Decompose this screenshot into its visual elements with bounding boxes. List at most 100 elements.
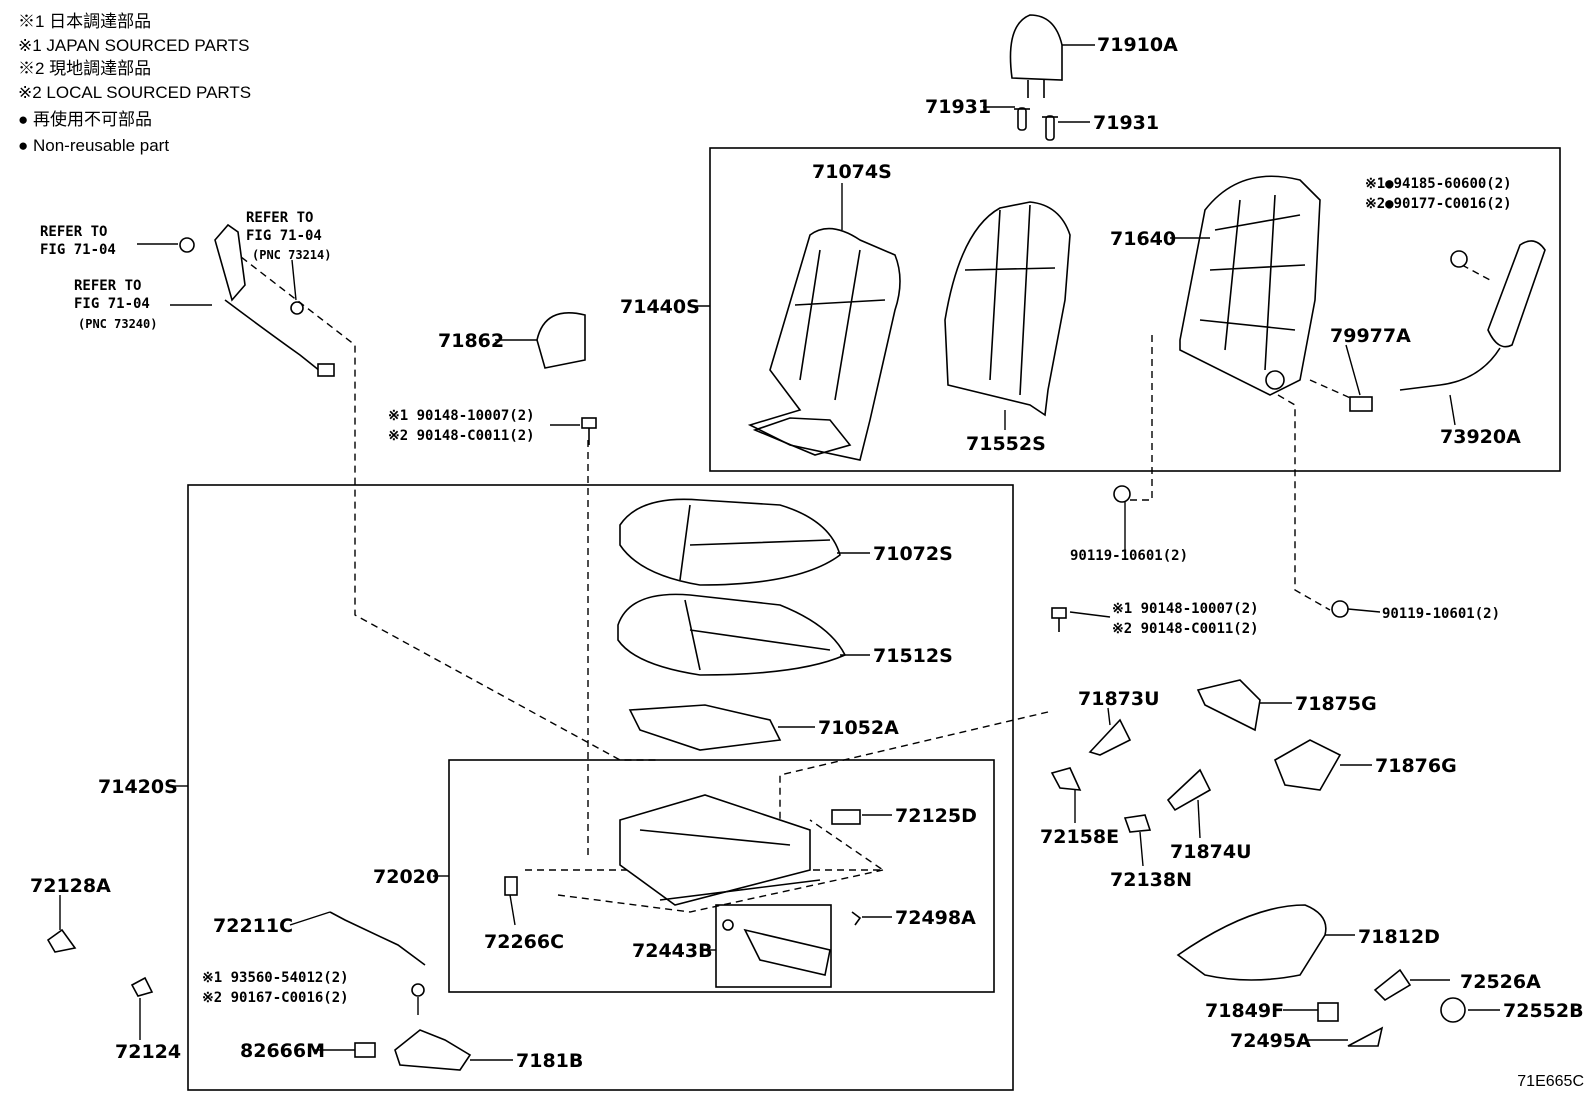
bolt-90119-a [1113,485,1131,503]
cushion-spring-71052A [628,704,782,751]
part-label-71862[interactable]: 71862 [438,330,504,352]
knob-72526A [1373,968,1412,1002]
fastener-note-90148-b1: ※1 90148-10007(2) [1112,601,1259,617]
part-label-79977A[interactable]: 79977A [1330,325,1411,347]
cover-72495A [1347,1026,1384,1047]
part-label-71875G[interactable]: 71875G [1295,693,1377,715]
fastener-note-93560: ※1 93560-54012(2) [202,970,349,986]
seatback-group-frame [709,147,1561,472]
part-label-73920A[interactable]: 73920A [1440,426,1521,448]
wire-72211C [329,911,426,966]
cover-71873U [1088,718,1132,756]
seatback-pad-71552S [944,201,1071,417]
part-label-90119-a[interactable]: 90119-10601(2) [1070,548,1188,564]
part-label-72495A[interactable]: 72495A [1230,1030,1311,1052]
bolt-93560 [411,983,425,997]
legend-japan-sourced-jp: ※1 日本調達部品 [18,12,152,31]
refer-to-label: REFER TO [74,278,141,294]
part-label-72138N[interactable]: 72138N [1110,869,1192,891]
seat-adjuster-72020 [619,794,811,906]
part-label-72526A[interactable]: 72526A [1460,971,1541,993]
bracket-7181B [394,1029,472,1071]
clip-72158E [1050,767,1082,791]
lifter-subgroup-frame [715,904,832,988]
cover-72125D [831,809,861,825]
part-label-71910A[interactable]: 71910A [1097,34,1178,56]
refer-fig-label: FIG 71-04 [246,228,322,244]
refer-to-label: REFER TO [40,224,107,240]
legend-japan-sourced-en: ※1 JAPAN SOURCED PARTS [18,36,250,55]
cushion-cover-71072S [619,498,841,586]
part-label-72552B[interactable]: 72552B [1503,1000,1584,1022]
bolt-90148-a [581,417,597,445]
part-label-71640[interactable]: 71640 [1110,228,1176,250]
part-label-71052A[interactable]: 71052A [818,717,899,739]
side-shield-71812D [1176,904,1327,981]
refer-to-label: REFER TO [246,210,313,226]
part-label-72443B[interactable]: 72443B [632,940,713,962]
part-label-71849F[interactable]: 71849F [1205,1000,1284,1022]
lifter-72443B [743,928,831,976]
fastener-note-90167: ※2 90167-C0016(2) [202,990,349,1006]
legend-nonreusable-jp: ● 再使用不可部品 [18,110,152,129]
part-label-71440S[interactable]: 71440S [620,296,700,318]
shield-71862 [536,311,586,369]
part-label-72125D[interactable]: 72125D [895,805,977,827]
part-label-71931-a[interactable]: 71931 [925,96,991,118]
clip-72128A [46,928,77,953]
fastener-note-90177: ※2●90177-C0016(2) [1365,196,1512,212]
part-label-7181B[interactable]: 7181B [516,1050,583,1072]
clip-72498A [851,911,862,926]
cover-71875G [1196,679,1261,732]
refer-fig-label: FIG 71-04 [40,242,116,258]
bolt-90148-b [1051,607,1067,632]
part-label-72266C[interactable]: 72266C [484,931,564,953]
refer-fig-label: FIG 71-04 [74,296,150,312]
label-79977A [1349,396,1373,412]
seatbelt-buckle [179,223,335,377]
part-label-71552S[interactable]: 71552S [966,433,1046,455]
part-label-90119-b[interactable]: 90119-10601(2) [1382,606,1500,622]
fastener-note-94185: ※1●94185-60600(2) [1365,176,1512,192]
cushion-pad-71512S [617,593,847,676]
part-label-72498A[interactable]: 72498A [895,907,976,929]
headrest-71910A [1009,14,1063,98]
headrest-support-71931a [1014,107,1030,131]
seatback-cover-71074S [747,227,901,461]
part-label-71874U[interactable]: 71874U [1170,841,1252,863]
refer-pnc-label: (PNC 73240) [78,317,157,331]
part-label-71812D[interactable]: 71812D [1358,926,1440,948]
refer-pnc-label: (PNC 73214) [252,248,331,262]
figure-id: 71E665C [1517,1073,1584,1090]
cover-71876G [1273,739,1342,791]
bolt-90119-b [1331,600,1349,618]
part-label-71876G[interactable]: 71876G [1375,755,1457,777]
part-label-72020[interactable]: 72020 [373,866,439,888]
part-label-72158E[interactable]: 72158E [1040,826,1119,848]
part-label-72211C[interactable]: 72211C [213,915,293,937]
cover-71849F [1317,1002,1339,1022]
legend-local-sourced-jp: ※2 現地調達部品 [18,59,152,78]
nut-94185 [1450,250,1468,268]
legend-nonreusable-en: ● Non-reusable part [18,136,170,155]
part-label-72128A[interactable]: 72128A [30,875,111,897]
clip-82666M [354,1042,376,1058]
part-label-71931-b[interactable]: 71931 [1093,112,1159,134]
part-label-71512S[interactable]: 71512S [873,645,953,667]
fastener-note-90148-a2: ※2 90148-C0011(2) [388,428,535,444]
legend-local-sourced-en: ※2 LOCAL SOURCED PARTS [18,83,252,102]
part-label-71420S[interactable]: 71420S [98,776,178,798]
part-label-82666M[interactable]: 82666M [240,1040,325,1062]
clip-72124 [130,976,154,997]
cover-71874U [1166,768,1212,812]
part-label-71072S[interactable]: 71072S [873,543,953,565]
part-label-71873U[interactable]: 71873U [1078,688,1160,710]
part-label-71074S[interactable]: 71074S [812,161,892,183]
seatback-frame-71640 [1179,175,1321,396]
clip-72266C [504,876,518,896]
cushion-group-frame [187,484,1014,1091]
side-airbag-73920A [1399,240,1546,391]
part-label-72124[interactable]: 72124 [115,1041,181,1063]
knob-72552B [1440,997,1466,1023]
